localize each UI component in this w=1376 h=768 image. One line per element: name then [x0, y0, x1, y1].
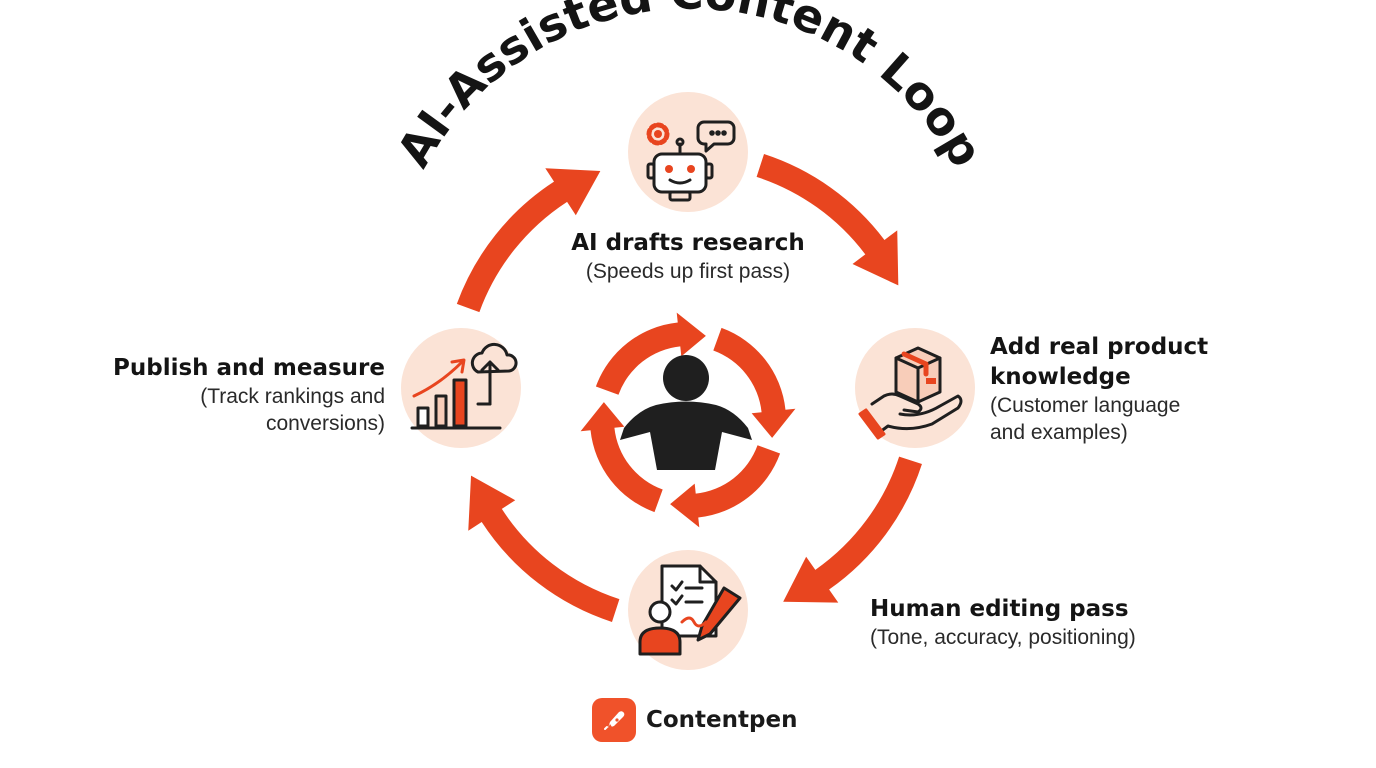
person-in-cycle-icon — [620, 355, 752, 470]
step-title: AI drafts research — [571, 230, 805, 256]
step-title: Human editing pass — [870, 596, 1129, 622]
step-subtitle: (Speeds up first pass) — [585, 260, 791, 283]
arrow-research-to-knowledge — [756, 154, 899, 286]
arrow-knowledge-to-editing — [783, 456, 922, 603]
bar-chart-with-cloud-upload-icon — [410, 342, 518, 430]
hand-holding-box-icon — [858, 346, 963, 440]
inner-arrow-bottom — [670, 445, 781, 528]
arrow-publish-to-research — [456, 168, 601, 313]
step-node-product-knowledge — [855, 328, 975, 448]
step-label-human-editing: Human editing pass (Tone, accuracy, posi… — [870, 594, 1230, 651]
step-label-ai-drafts: AI drafts research (Speeds up first pass… — [518, 228, 858, 285]
brand-footer: Contentpen — [592, 697, 797, 743]
person-editing-document-icon — [638, 564, 742, 656]
step-subtitle-line: (Customer language — [990, 394, 1181, 417]
step-title-line: knowledge — [990, 364, 1131, 390]
inner-arrow-right — [713, 327, 796, 438]
robot-with-gear-and-chat-icon — [646, 120, 736, 202]
inner-cycle-arrows — [580, 312, 796, 528]
step-node-ai-drafts — [628, 92, 748, 212]
step-title: Publish and measure — [113, 355, 385, 381]
step-subtitle-line: (Track rankings and — [200, 385, 385, 408]
arrow-editing-to-publish — [468, 475, 620, 622]
step-subtitle-line: conversions) — [265, 412, 385, 435]
step-subtitle-line: and examples) — [990, 421, 1128, 444]
step-node-publish-measure — [401, 328, 521, 448]
inner-arrow-top — [595, 312, 706, 395]
step-node-human-editing — [628, 550, 748, 670]
outer-loop-arrows — [456, 154, 922, 622]
pen-logo-icon — [592, 698, 636, 742]
inner-arrow-left — [580, 402, 663, 513]
step-subtitle: (Tone, accuracy, positioning) — [870, 626, 1136, 649]
brand-name: Contentpen — [646, 707, 798, 733]
step-title-line: Add real product — [990, 334, 1209, 360]
step-label-product-knowledge: Add real product knowledge (Customer lan… — [990, 332, 1250, 446]
step-label-publish-measure: Publish and measure (Track rankings and … — [60, 353, 385, 437]
